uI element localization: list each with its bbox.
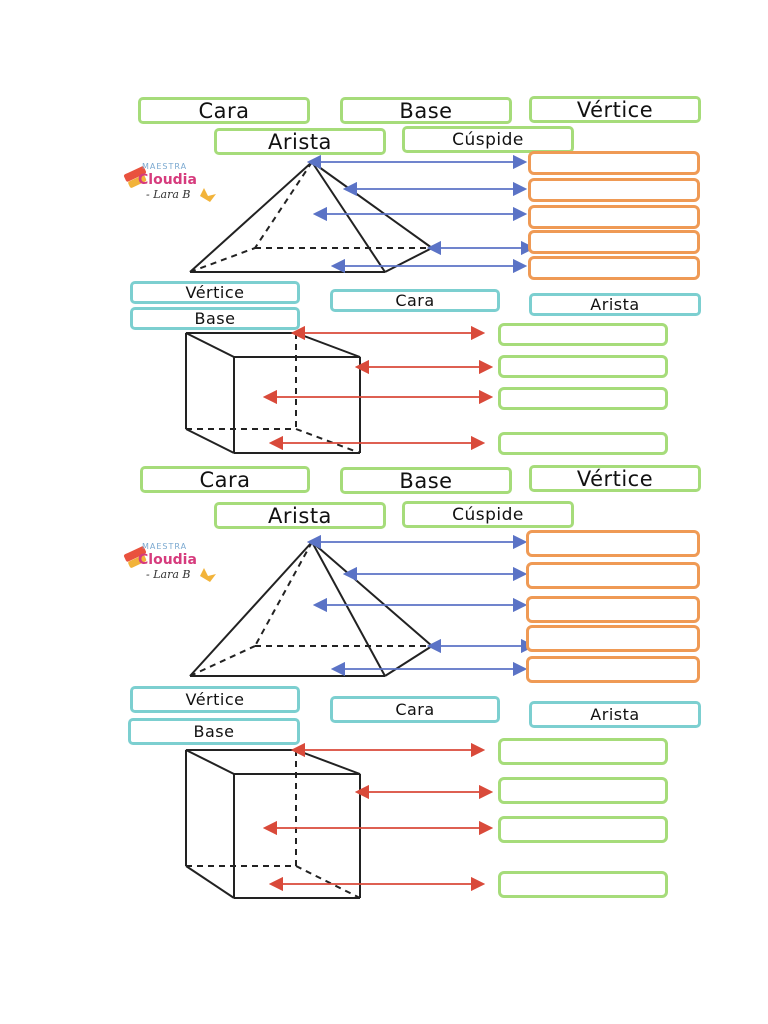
answer-box-prism-4[interactable] [498,432,668,455]
answer-box-prism-2[interactable] [498,355,668,378]
answer-box-pyramid-1[interactable] [526,530,700,557]
word-base[interactable]: Base [340,97,512,124]
logo-text-maestra: MAESTRA [142,162,188,171]
word-cara[interactable]: Cara [138,97,310,124]
logo-text-name: Cloudia [138,552,197,568]
prism-diagram-1 [185,325,494,454]
word-arista[interactable]: Arista [214,502,386,529]
word-cara[interactable]: Cara [330,696,500,723]
word-base[interactable]: Base [130,307,300,330]
answer-box-pyramid-3[interactable] [528,205,700,229]
answer-box-pyramid-5[interactable] [528,256,700,280]
pyramid-diagram-2 [189,534,536,677]
word-cara[interactable]: Cara [330,289,500,312]
answer-box-prism-2[interactable] [498,777,668,804]
answer-box-prism-3[interactable] [498,387,668,410]
answer-box-pyramid-2[interactable] [528,178,700,202]
answer-box-prism-1[interactable] [498,738,668,765]
word-vertice[interactable]: Vértice [529,465,701,492]
prism-diagram-2 [185,742,494,899]
word-arista[interactable]: Arista [529,701,701,728]
logo-text-maestra: MAESTRA [142,542,188,551]
word-arista[interactable]: Arista [529,293,701,316]
answer-box-pyramid-5[interactable] [526,656,700,683]
answer-box-pyramid-2[interactable] [526,562,700,589]
logo-text-surname: - Lara B [146,568,191,581]
logo-text-surname: - Lara B [146,188,191,201]
answer-box-prism-3[interactable] [498,816,668,843]
maestra-claudia-logo: MAESTRA Cloudia - Lara B [120,538,230,590]
pencil-icon [123,166,216,202]
word-vertice[interactable]: Vértice [130,686,300,713]
word-base[interactable]: Base [128,718,300,745]
logo-text-name: Cloudia [138,172,197,188]
word-vertice[interactable]: Vértice [130,281,300,304]
pencil-icon [123,546,216,582]
word-base[interactable]: Base [340,467,512,494]
answer-box-pyramid-4[interactable] [528,230,700,254]
word-cuspide[interactable]: Cúspide [402,126,574,153]
word-cara[interactable]: Cara [140,466,310,493]
answer-box-pyramid-4[interactable] [526,625,700,652]
pyramid-diagram-1 [189,154,536,274]
word-arista[interactable]: Arista [214,128,386,155]
maestra-claudia-logo: MAESTRA Cloudia - Lara B [120,158,230,210]
answer-box-prism-4[interactable] [498,871,668,898]
answer-box-pyramid-1[interactable] [528,151,700,175]
word-cuspide[interactable]: Cúspide [402,501,574,528]
word-vertice[interactable]: Vértice [529,96,701,123]
answer-box-pyramid-3[interactable] [526,596,700,623]
answer-box-prism-1[interactable] [498,323,668,346]
